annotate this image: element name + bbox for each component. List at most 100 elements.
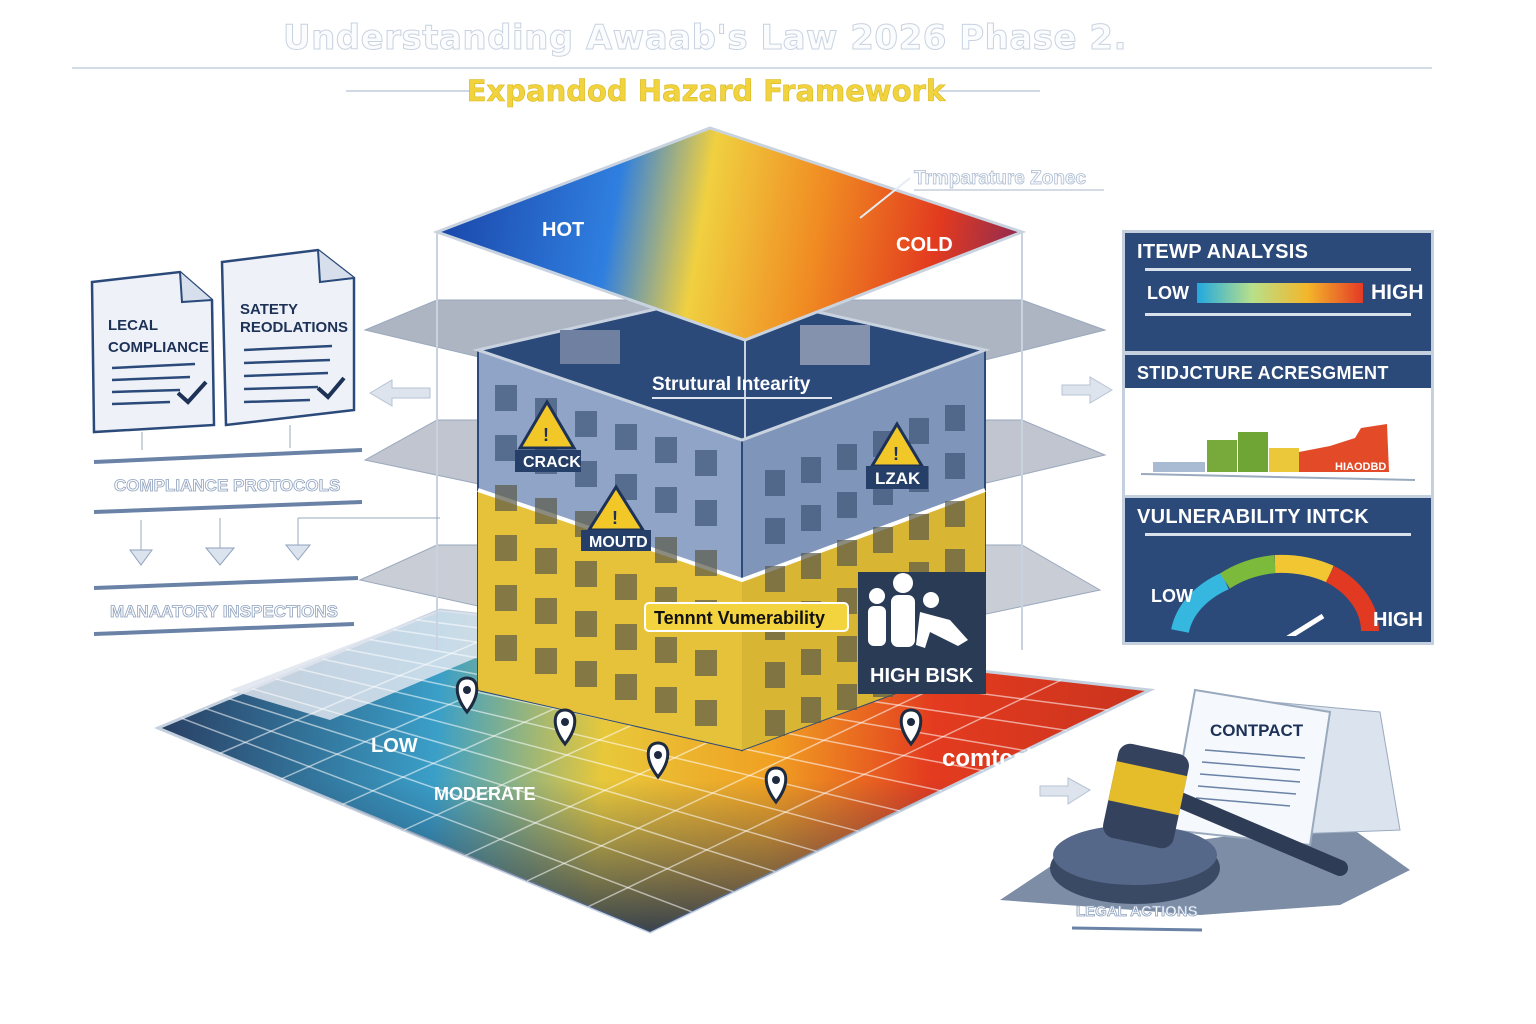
- svg-text:HIGH: HIGH: [1373, 609, 1423, 631]
- high-risk-panel: HIGH BISK: [858, 572, 986, 694]
- svg-text:!: !: [612, 508, 618, 528]
- glass-frame: [436, 232, 1023, 650]
- window: [695, 550, 717, 576]
- window: [765, 566, 785, 592]
- window: [837, 684, 857, 710]
- window: [801, 649, 821, 675]
- vulnerability-index-panel: VULNERABILITY INTCK LOW HIGH: [1122, 495, 1434, 660]
- window: [655, 537, 677, 563]
- window: [695, 700, 717, 726]
- svg-text:CRACK: CRACK: [523, 454, 581, 471]
- map-pin-icon: [899, 708, 923, 747]
- window: [535, 648, 557, 674]
- subtitle-rule-left: [346, 90, 474, 92]
- window: [695, 450, 717, 476]
- window: [945, 501, 965, 527]
- window: [801, 553, 821, 579]
- window: [837, 492, 857, 518]
- svg-text:LZAK: LZAK: [875, 469, 921, 488]
- window: [535, 498, 557, 524]
- window: [615, 674, 637, 700]
- window: [495, 535, 517, 561]
- safety-regulations-document: SATETY REODLATIONS: [220, 248, 356, 427]
- svg-text:!: !: [543, 425, 549, 445]
- window: [615, 574, 637, 600]
- window: [535, 548, 557, 574]
- compliance-flow: COMPLIANCE PROTOCOLS MANAATORY INSPECTIO…: [93, 425, 440, 636]
- svg-text:HIGH BISK: HIGH BISK: [870, 665, 974, 687]
- compliance-protocols-label: COMPLIANCE PROTOCOLS: [114, 476, 340, 495]
- svg-text:MOUTD: MOUTD: [589, 534, 648, 551]
- window: [909, 418, 929, 444]
- window: [801, 457, 821, 483]
- panel-title: STIDJCTURE ACRESGMENT: [1125, 355, 1431, 388]
- map-pin-icon: [553, 708, 577, 747]
- hazard-crack: ! CRACK: [515, 399, 581, 472]
- window: [655, 437, 677, 463]
- window: [765, 662, 785, 688]
- window: [655, 637, 677, 663]
- svg-text:REODLATIONS: REODLATIONS: [240, 319, 348, 336]
- hot-label: HOT: [542, 219, 584, 241]
- window: [765, 470, 785, 496]
- window: [655, 487, 677, 513]
- subtitle-rule-right: [940, 90, 1040, 92]
- zone-moderate-label: MODERATE: [434, 784, 536, 804]
- legal-compliance-document: LECAL COMPLIANCE: [90, 270, 216, 434]
- window: [615, 424, 637, 450]
- family-icon: [868, 573, 968, 648]
- svg-text:COMPLIANCE: COMPLIANCE: [108, 339, 209, 356]
- heat-scale-bar: [1197, 283, 1363, 303]
- window: [495, 635, 517, 661]
- temperature-plane: HOT COLD Trmparature Zonec: [432, 126, 1104, 342]
- window: [765, 710, 785, 736]
- warning-triangle-icon: [517, 399, 577, 450]
- structure-bar-chart: HIAODBD: [1140, 424, 1416, 481]
- window: [575, 411, 597, 437]
- gavel-icon: [1050, 743, 1348, 904]
- window: [837, 540, 857, 566]
- map-pin-icon: [646, 741, 670, 780]
- window: [495, 385, 517, 411]
- window: [495, 485, 517, 511]
- map-pins: [455, 676, 923, 805]
- page-subtitle: Expandod Hazard Framework: [466, 74, 946, 109]
- structure-assessment-panel: STIDJCTURE ACRESGMENT HIAODBD: [1122, 352, 1434, 498]
- window: [495, 435, 517, 461]
- window: [575, 611, 597, 637]
- zone-low-label: LOW: [371, 735, 418, 757]
- window: [535, 598, 557, 624]
- tenant-vulnerability-label: Tennnt Vumerability: [654, 608, 825, 628]
- window: [945, 453, 965, 479]
- checkmark-icon: [176, 380, 208, 405]
- panel-title: VULNERABILITY INTCK: [1137, 506, 1369, 528]
- window: [655, 687, 677, 713]
- temperature-analysis-panel: ITEWP ANALYSIS LOW HIGH: [1122, 230, 1434, 354]
- title-divider: [72, 67, 1432, 69]
- window: [765, 518, 785, 544]
- hazard-leak: ! LZAK: [866, 421, 928, 489]
- window: [945, 549, 965, 575]
- map-pin-icon: [455, 676, 479, 715]
- zone-critical-label: comtcal: [942, 745, 1033, 772]
- hazard-mould: ! MOUTD: [581, 484, 651, 551]
- window: [495, 585, 517, 611]
- window: [615, 624, 637, 650]
- svg-text:SATETY: SATETY: [240, 301, 298, 318]
- window: [945, 405, 965, 431]
- window: [695, 650, 717, 676]
- window: [575, 661, 597, 687]
- window: [801, 505, 821, 531]
- svg-text:!: !: [893, 444, 899, 464]
- checkmark-icon: [316, 376, 346, 400]
- temperature-zones-label: Trmparature Zonec: [914, 168, 1087, 189]
- panel-title: ITEWP ANALYSIS: [1137, 241, 1309, 263]
- cold-label: COLD: [896, 234, 953, 256]
- window: [801, 697, 821, 723]
- window: [909, 514, 929, 540]
- window: [575, 561, 597, 587]
- contract-label: CONTPACT: [1210, 721, 1304, 740]
- legal-actions-label: LEGAL ACTIONS: [1076, 903, 1198, 920]
- window: [873, 527, 893, 553]
